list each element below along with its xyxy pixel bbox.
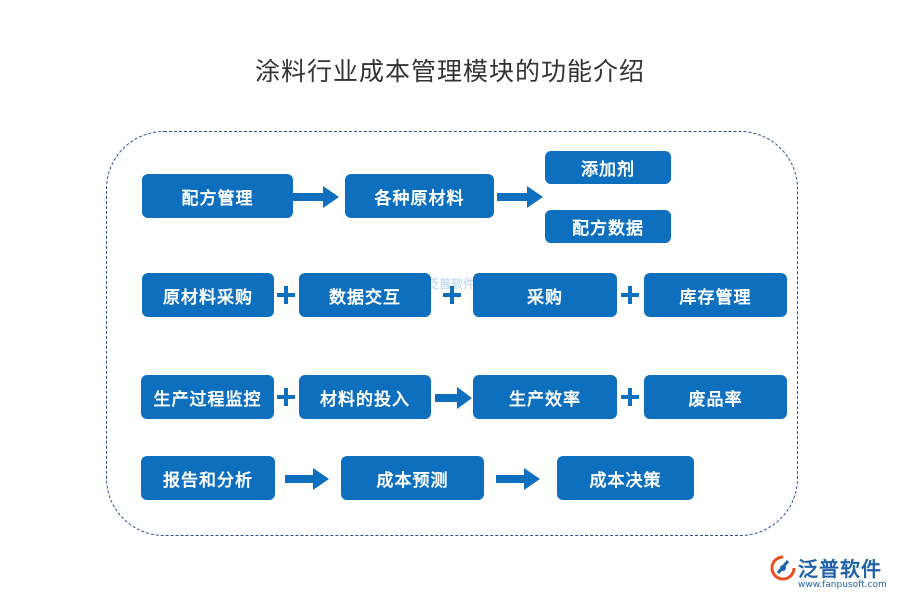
watermark: 泛普软件 — [410, 272, 490, 294]
arrow-right-icon — [293, 186, 339, 208]
box-recipe-management: 配方管理 — [142, 174, 293, 218]
arrow-right-icon — [496, 468, 540, 490]
plus-icon — [621, 388, 639, 406]
arrow-right-icon — [497, 186, 543, 208]
box-production-efficiency: 生产效率 — [473, 375, 617, 419]
box-raw-material-purchasing: 原材料采购 — [142, 273, 274, 317]
box-production-monitoring: 生产过程监控 — [141, 375, 274, 419]
fanpu-logo-icon — [770, 555, 796, 581]
box-cost-forecast: 成本预测 — [341, 456, 484, 500]
arrow-right-icon — [435, 387, 472, 409]
page-title: 涂料行业成本管理模块的功能介绍 — [254, 57, 645, 86]
box-material-input: 材料的投入 — [299, 375, 431, 419]
watermark-logo-icon — [410, 276, 424, 290]
brand-name: 泛普软件 — [798, 557, 882, 581]
brand-logo: 泛普软件 www.fanpusoft.com — [770, 553, 895, 597]
box-raw-materials: 各种原材料 — [345, 174, 494, 218]
plus-icon — [443, 286, 461, 304]
plus-icon — [277, 388, 295, 406]
box-additives: 添加剂 — [545, 151, 671, 184]
box-purchasing: 采购 — [473, 273, 617, 317]
diagram-frame — [106, 131, 798, 536]
box-scrap-rate: 废品率 — [644, 375, 787, 419]
plus-icon — [621, 286, 639, 304]
arrow-right-icon — [285, 468, 329, 490]
box-inventory-management: 库存管理 — [644, 273, 787, 317]
box-cost-decision: 成本决策 — [557, 456, 694, 500]
box-report-analysis: 报告和分析 — [141, 456, 275, 500]
brand-url: www.fanpusoft.com — [798, 580, 887, 590]
box-data-exchange: 数据交互 — [299, 273, 431, 317]
plus-icon — [277, 286, 295, 304]
watermark-text: 泛普软件 — [427, 276, 476, 291]
box-recipe-data: 配方数据 — [545, 210, 671, 243]
